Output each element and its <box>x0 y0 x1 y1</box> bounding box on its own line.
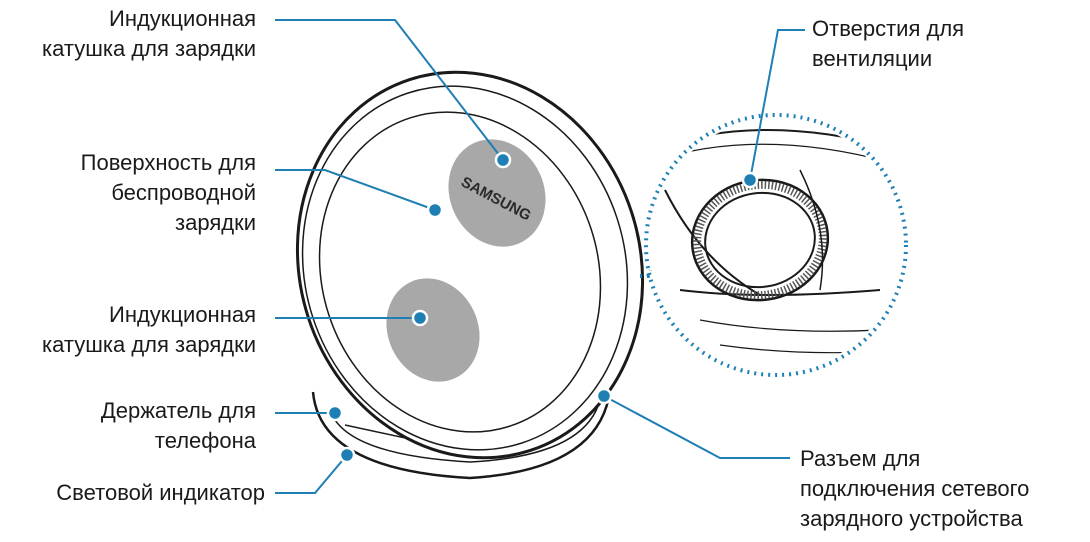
stand-base-front <box>311 389 612 480</box>
label-led: Световой индикатор <box>56 478 265 508</box>
coil-top <box>448 139 546 247</box>
vent-detail-view <box>640 113 908 377</box>
label-holder-line1: Держатель для <box>100 398 256 423</box>
detail-dotted-circle <box>644 113 908 377</box>
label-connector: Разъем для подключения сетевого зарядног… <box>800 444 1029 534</box>
pad-surface-ring <box>318 111 602 433</box>
label-coil-top-line1: Индукционная <box>109 6 256 31</box>
label-led-line1: Световой индикатор <box>56 480 265 505</box>
label-holder: Держатель для телефона <box>101 396 256 456</box>
label-surface-line2: беспроводной <box>111 180 256 205</box>
leader-lines <box>275 19 805 494</box>
detail-connector-dots <box>640 269 652 278</box>
label-coil-bottom-line1: Индукционная <box>109 302 256 327</box>
label-surface-line3: зарядки <box>175 210 256 235</box>
label-vents: Отверстия для вентиляции <box>812 14 964 74</box>
label-connector-line2: подключения сетевого <box>800 476 1030 501</box>
leader-connector <box>603 395 790 459</box>
charging-pad <box>295 70 645 460</box>
label-coil-bottom: Индукционная катушка для зарядки <box>42 300 256 360</box>
label-vents-line1: Отверстия для <box>812 16 965 41</box>
leader-surface <box>275 169 436 211</box>
label-coil-bottom-line2: катушка для зарядки <box>42 332 256 357</box>
label-surface-line1: Поверхность для <box>80 150 256 175</box>
vent-ring-inner <box>704 191 816 289</box>
leader-dots <box>326 151 759 464</box>
leader-led <box>275 454 348 494</box>
leader-vents <box>749 29 805 181</box>
detail-base <box>679 289 881 296</box>
label-connector-line1: Разъем для <box>800 446 921 471</box>
label-coil-top: Индукционная катушка для зарядки <box>42 4 256 64</box>
leader-coil-top <box>275 19 504 161</box>
stand-base-inner <box>329 399 601 463</box>
label-coil-top-line2: катушка для зарядки <box>42 36 256 61</box>
label-vents-line2: вентиляции <box>812 46 933 71</box>
coil-bottom <box>386 278 480 382</box>
label-connector-line3: зарядного устройства <box>800 506 1023 531</box>
label-surface: Поверхность для беспроводной зарядки <box>81 148 256 238</box>
label-holder-line2: телефона <box>154 428 256 453</box>
